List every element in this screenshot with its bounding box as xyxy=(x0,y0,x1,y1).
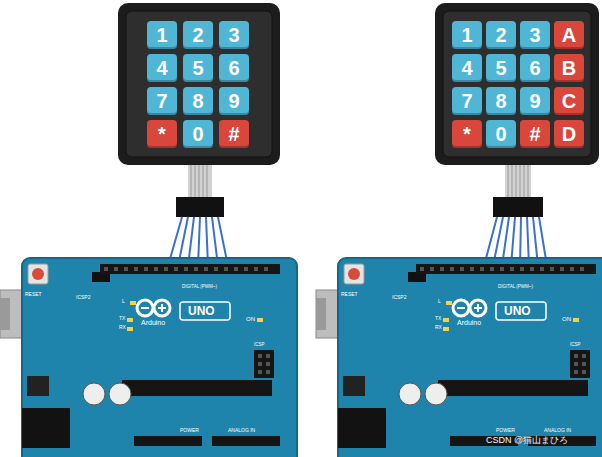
key-label: * xyxy=(463,124,471,144)
key-label: 1 xyxy=(461,25,472,45)
keypad-key: 5 xyxy=(486,54,516,82)
keypad-key: D xyxy=(554,120,584,148)
led-label: ON xyxy=(246,316,255,322)
header-label: ICSP2 xyxy=(76,295,90,300)
keypad-key: 1 xyxy=(147,21,177,49)
key-label: # xyxy=(529,124,540,144)
key-label: 9 xyxy=(529,91,540,111)
keypad-key: A xyxy=(554,21,584,49)
key-label: 4 xyxy=(461,58,472,78)
keypad-key: 7 xyxy=(147,87,177,115)
led-label: TX xyxy=(435,316,441,321)
key-label: 8 xyxy=(192,91,203,111)
keypad-key: 2 xyxy=(486,21,516,49)
keypad-key: 6 xyxy=(219,54,249,82)
keypad-key: 7 xyxy=(452,87,482,115)
keypad-key: 9 xyxy=(219,87,249,115)
header-label: ICSP xyxy=(254,343,265,348)
key-label: C xyxy=(562,91,576,111)
led-label: TX xyxy=(119,316,125,321)
brand-text: Arduino xyxy=(457,319,481,326)
keypad-key: 0 xyxy=(486,120,516,148)
keypad-key: 6 xyxy=(520,54,550,82)
led-label: ON xyxy=(562,316,571,322)
keypad-key: * xyxy=(147,120,177,148)
key-label: 4 xyxy=(156,58,167,78)
key-label: 5 xyxy=(192,58,203,78)
key-label: 9 xyxy=(228,91,239,111)
keypad-key: 0 xyxy=(183,120,213,148)
header-label: ANALOG IN xyxy=(544,428,571,433)
keypad-key: 3 xyxy=(520,21,550,49)
key-label: 7 xyxy=(461,91,472,111)
model-name: UNO xyxy=(188,305,215,317)
key-label: 8 xyxy=(495,91,506,111)
key-label: 6 xyxy=(529,58,540,78)
keypad-key: 8 xyxy=(486,87,516,115)
keypad-key: 4 xyxy=(147,54,177,82)
key-label: 1 xyxy=(156,25,167,45)
keypad-key: 5 xyxy=(183,54,213,82)
board-text: RESET xyxy=(341,292,358,297)
led-label: L xyxy=(438,299,441,304)
key-label: 5 xyxy=(495,58,506,78)
key-label: * xyxy=(158,124,166,144)
key-label: 0 xyxy=(192,124,203,144)
header-label: POWER xyxy=(180,428,199,433)
key-label: B xyxy=(562,58,576,78)
key-label: 2 xyxy=(495,25,506,45)
key-label: A xyxy=(562,25,576,45)
key-label: 3 xyxy=(228,25,239,45)
header-label: DIGITAL (PWM~) xyxy=(498,285,533,290)
header-label: ANALOG IN xyxy=(228,428,255,433)
keypad-key: C xyxy=(554,87,584,115)
keypad-key: # xyxy=(520,120,550,148)
header-label: ICSP xyxy=(570,343,581,348)
header-label: ICSP2 xyxy=(392,295,406,300)
led-label: RX xyxy=(119,325,126,330)
watermark: CSDN @猫山まひろ xyxy=(486,436,568,445)
led-label: RX xyxy=(435,325,442,330)
header-label: POWER xyxy=(496,428,515,433)
led-label: L xyxy=(122,299,125,304)
header-label: DIGITAL (PWM~) xyxy=(182,285,217,290)
board-text: RESET xyxy=(25,292,42,297)
key-label: 3 xyxy=(529,25,540,45)
key-label: 6 xyxy=(228,58,239,78)
keypad-key: 2 xyxy=(183,21,213,49)
keypad-key: # xyxy=(219,120,249,148)
keypad-key: * xyxy=(452,120,482,148)
keypad-key: 4 xyxy=(452,54,482,82)
key-label: 2 xyxy=(192,25,203,45)
keypad-key: B xyxy=(554,54,584,82)
brand-text: Arduino xyxy=(141,319,165,326)
keypad-key: 1 xyxy=(452,21,482,49)
key-label: D xyxy=(562,124,576,144)
model-name: UNO xyxy=(504,305,531,317)
key-label: 0 xyxy=(495,124,506,144)
keypad-key: 8 xyxy=(183,87,213,115)
keypad-key: 3 xyxy=(219,21,249,49)
key-label: # xyxy=(228,124,239,144)
key-label: 7 xyxy=(156,91,167,111)
keypad-key: 9 xyxy=(520,87,550,115)
